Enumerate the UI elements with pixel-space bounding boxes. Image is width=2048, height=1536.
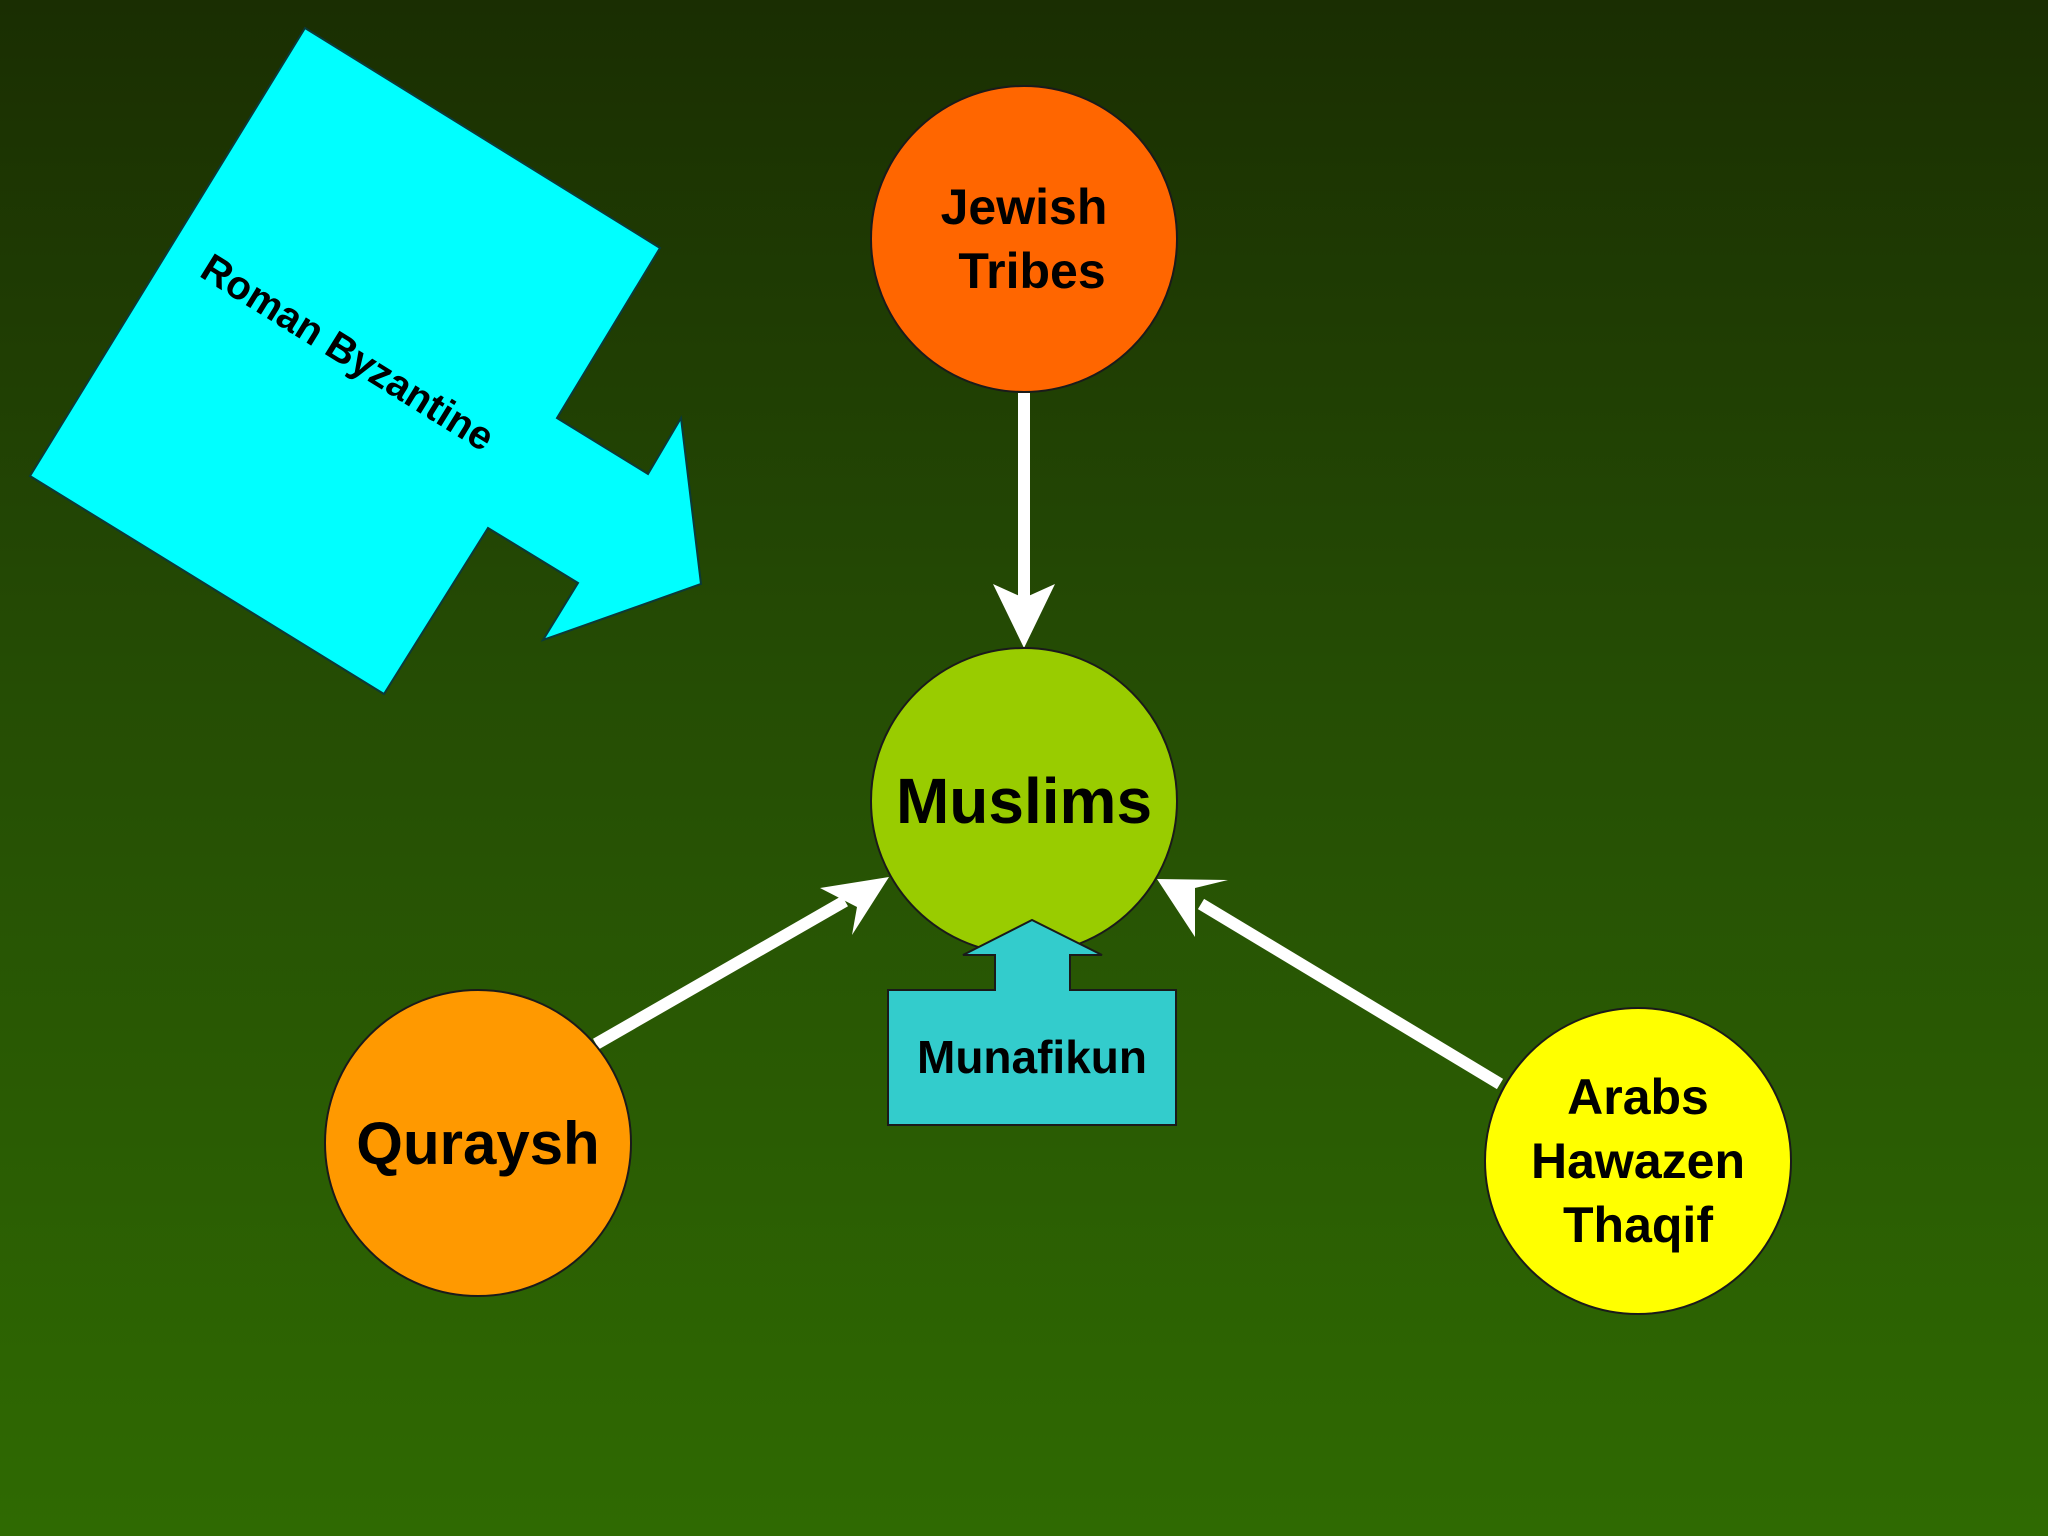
jewish-tribes-circle bbox=[870, 85, 1178, 393]
arabs-label-line3: Thaqif bbox=[1563, 1197, 1713, 1253]
muslims-node: Muslims bbox=[870, 647, 1178, 955]
arrow-quraysh-to-muslims-shaft bbox=[593, 895, 848, 1050]
jewish-tribes-label-line2: Tribes bbox=[958, 243, 1105, 299]
jewish-tribes-node: Jewish Tribes bbox=[870, 85, 1178, 393]
arabs-circle bbox=[1484, 1007, 1792, 1315]
quraysh-label: Quraysh bbox=[356, 1110, 599, 1177]
quraysh-node: Quraysh bbox=[324, 989, 632, 1297]
munafikun-shape bbox=[887, 918, 1177, 1126]
arabs-label-line2: Hawazen bbox=[1531, 1133, 1745, 1189]
arrow-quraysh-to-muslims-head bbox=[820, 877, 889, 935]
arrow-arabs-to-muslims-shaft bbox=[1197, 898, 1504, 1090]
muslims-label: Muslims bbox=[896, 765, 1152, 837]
munafikun-node: Munafikun bbox=[887, 918, 1177, 1126]
jewish-tribes-label-line1: Jewish bbox=[941, 179, 1108, 235]
arrow-jewish-to-muslims-head bbox=[993, 584, 1055, 648]
roman-byzantine-arrow: Roman Byzantine bbox=[28, 26, 703, 696]
quraysh-circle bbox=[324, 989, 632, 1297]
arrow-arabs-to-muslims-head bbox=[1157, 879, 1228, 937]
arrows bbox=[593, 393, 1504, 1090]
arabs-node: Arabs Hawazen Thaqif bbox=[1484, 1007, 1792, 1315]
roman-byzantine-shape bbox=[28, 26, 703, 696]
arabs-label-line1: Arabs bbox=[1567, 1069, 1709, 1125]
munafikun-label: Munafikun bbox=[917, 1031, 1147, 1083]
